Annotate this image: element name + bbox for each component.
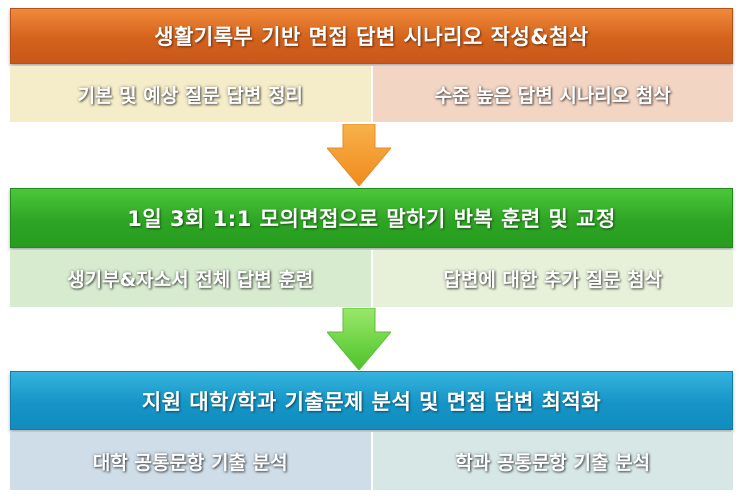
down-arrow-icon-2 <box>327 308 391 370</box>
stage-3-item-1: 대학 공통문항 기출 분석 <box>10 432 373 490</box>
down-arrow-icon-1 <box>327 124 391 186</box>
stage-1-item-1: 기본 및 예상 질문 답변 정리 <box>10 66 373 122</box>
stage-3-items: 대학 공통문항 기출 분석 학과 공통문항 기출 분석 <box>10 432 733 490</box>
stage-2-item-2: 답변에 대한 추가 질문 첨삭 <box>372 250 733 307</box>
stage-2-item-1: 생기부&자소서 전체 답변 훈련 <box>10 250 373 307</box>
stage-3-header: 지원 대학/학과 기출문제 분석 및 면접 답변 최적화 <box>10 371 733 430</box>
stage-2-items: 생기부&자소서 전체 답변 훈련 답변에 대한 추가 질문 첨삭 <box>10 250 733 307</box>
stage-2-header: 1일 3회 1:1 모의면접으로 말하기 반복 훈련 및 교정 <box>10 188 733 248</box>
stage-1-header: 생활기록부 기반 면접 답변 시나리오 작성&첨삭 <box>10 8 733 64</box>
stage-1-items: 기본 및 예상 질문 답변 정리 수준 높은 답변 시나리오 첨삭 <box>10 66 733 122</box>
stage-1-item-2: 수준 높은 답변 시나리오 첨삭 <box>372 66 733 122</box>
stage-3-item-2: 학과 공통문항 기출 분석 <box>372 432 733 490</box>
